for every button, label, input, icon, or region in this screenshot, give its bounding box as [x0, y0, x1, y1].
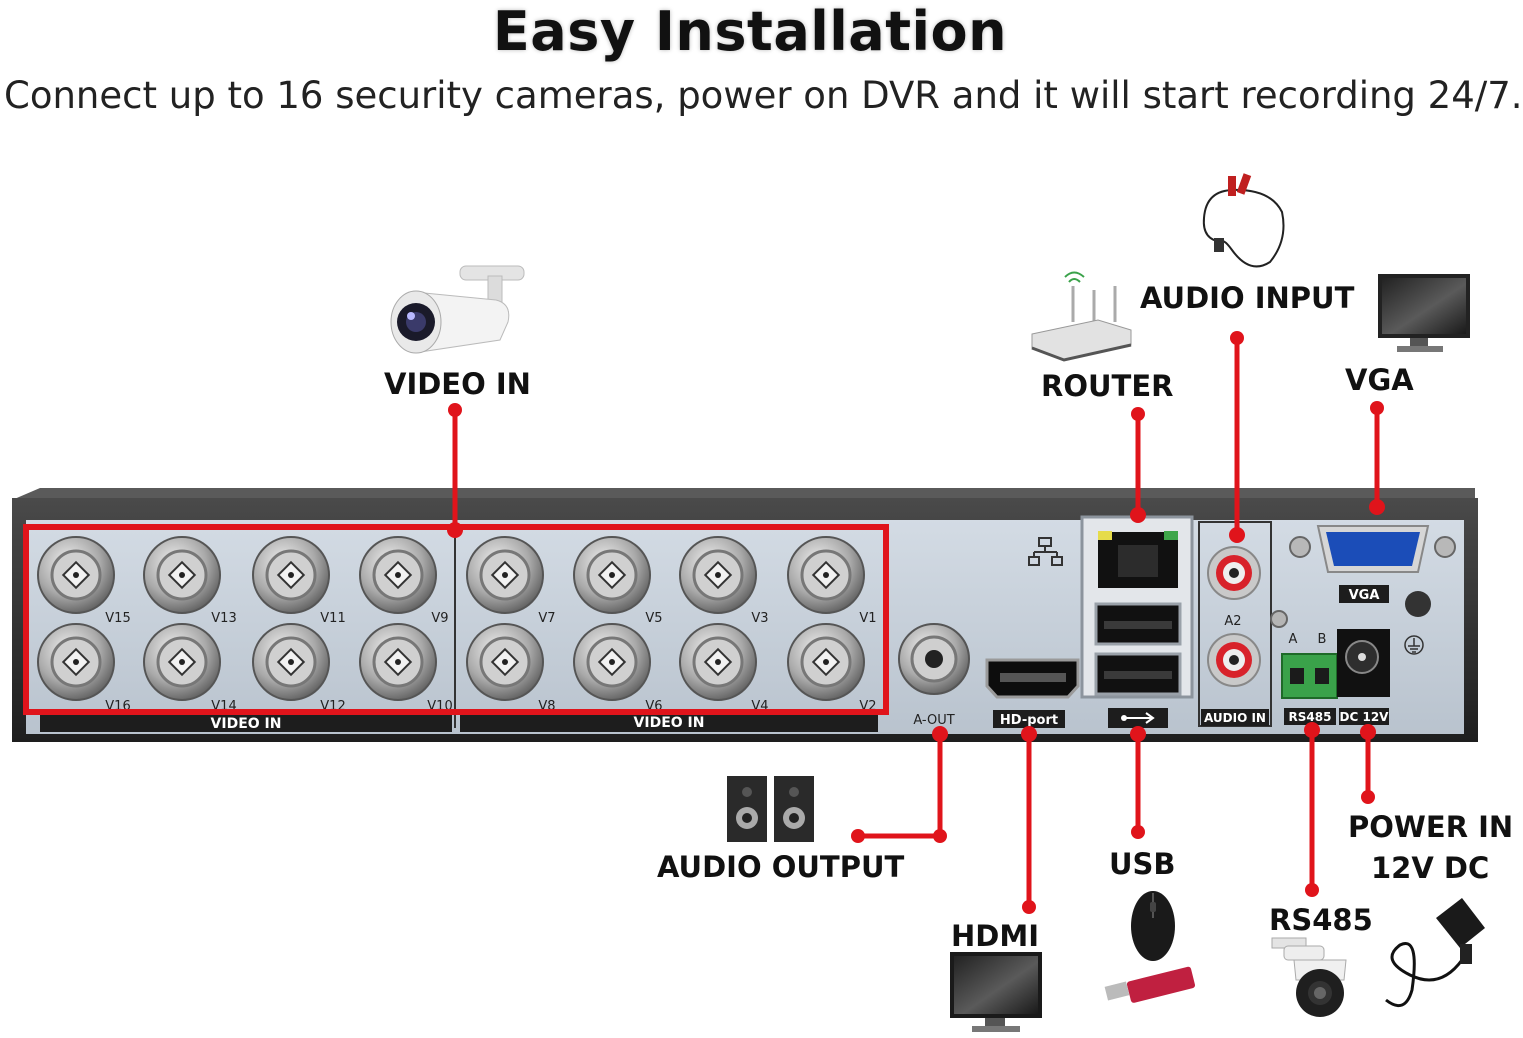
- hd-port-label: HD-port: [1000, 713, 1058, 728]
- ptz-camera-icon: [1271, 937, 1347, 1017]
- dc-power-jack[interactable]: [1337, 629, 1390, 697]
- dc12v-panel-label: DC 12V: [1340, 710, 1390, 724]
- audio-in-port-2[interactable]: [1207, 633, 1261, 687]
- bnc-label-v1: V1: [859, 611, 876, 626]
- bnc-port-v4[interactable]: [679, 623, 757, 701]
- bnc-label-v3: V3: [751, 611, 768, 626]
- bnc-port-v6[interactable]: [573, 623, 651, 701]
- video-in-panel-label-right: VIDEO IN: [634, 715, 705, 731]
- hdmi-port[interactable]: [985, 658, 1080, 699]
- audio-in-port-1[interactable]: [1207, 546, 1261, 600]
- mouse-icon: [1131, 891, 1175, 961]
- page-subtitle: Connect up to 16 security cameras, power…: [4, 74, 1523, 117]
- bnc-port-v5[interactable]: [573, 536, 651, 614]
- router-icon: [1031, 271, 1132, 362]
- bnc-label-v13: V13: [211, 611, 236, 626]
- callout-power-in: POWER IN: [1348, 810, 1514, 844]
- video-in-bar-right: [460, 712, 878, 732]
- speakers-icon: [727, 776, 814, 842]
- bnc-port-v9[interactable]: [359, 536, 437, 614]
- video-in-panel-label-left: VIDEO IN: [211, 716, 282, 732]
- a-out-label: A-OUT: [913, 713, 954, 728]
- monitor-icon: [1378, 274, 1470, 352]
- callout-video-in: VIDEO IN: [384, 367, 531, 401]
- callout-audio-output: AUDIO OUTPUT: [657, 850, 905, 884]
- bnc-label-v9: V9: [431, 611, 448, 626]
- ground-icon: [1404, 635, 1424, 655]
- callout-router: ROUTER: [1041, 369, 1174, 403]
- callout-power-in-voltage: 12V DC: [1371, 851, 1490, 885]
- bnc-port-v10[interactable]: [359, 623, 437, 701]
- callout-dots: [447, 331, 1385, 914]
- bnc-port-v3[interactable]: [679, 536, 757, 614]
- a-out-port[interactable]: [898, 623, 970, 695]
- bnc-label-v7: V7: [538, 611, 555, 626]
- camera-icon: [390, 265, 525, 354]
- power-adapter-icon: [1385, 898, 1485, 1008]
- bnc-port-v12[interactable]: [252, 623, 330, 701]
- audio-in-bar: [1201, 709, 1269, 726]
- bnc-port-v11[interactable]: [252, 536, 330, 614]
- vga-panel-label: VGA: [1349, 588, 1380, 603]
- bnc-port-v7[interactable]: [466, 536, 544, 614]
- usb-port-top[interactable]: [1094, 602, 1182, 646]
- hd-port-bar: [993, 710, 1065, 728]
- screw: [1270, 610, 1288, 628]
- video-in-bar-left: [40, 712, 452, 732]
- b-terminal-label: B: [1318, 632, 1327, 647]
- vga-bar: [1339, 585, 1389, 603]
- bnc-port-v2[interactable]: [787, 623, 865, 701]
- vga-port[interactable]: [1289, 525, 1456, 573]
- rs485-panel-label: RS485: [1289, 710, 1332, 724]
- audio-in-panel-label: AUDIO IN: [1204, 711, 1266, 725]
- a2-label: A2: [1224, 614, 1241, 629]
- callout-rs485: RS485: [1269, 903, 1373, 937]
- callout-vga: VGA: [1345, 363, 1414, 397]
- usb-drive-icon: [1104, 966, 1196, 1003]
- bnc-label-v15: V15: [105, 611, 130, 626]
- bnc-port-v16[interactable]: [37, 623, 115, 701]
- ground-screw: [1405, 591, 1431, 617]
- rs485-bar: [1284, 708, 1336, 725]
- rs485-terminal[interactable]: [1281, 653, 1338, 699]
- usb-symbol-icon: [1108, 708, 1168, 728]
- a-terminal-label: A: [1289, 632, 1298, 647]
- bnc-port-v8[interactable]: [466, 623, 544, 701]
- usb-port-bottom[interactable]: [1094, 652, 1182, 696]
- audio-cable-icon: [1202, 173, 1285, 268]
- bnc-label-v11: V11: [320, 611, 345, 626]
- callout-usb: USB: [1109, 847, 1176, 881]
- bnc-label-v5: V5: [645, 611, 662, 626]
- callout-hdmi: HDMI: [951, 919, 1039, 953]
- bnc-port-v13[interactable]: [143, 536, 221, 614]
- page-title: Easy Installation: [492, 0, 1008, 63]
- dc12v-bar: [1339, 708, 1389, 725]
- bnc-port-v1[interactable]: [787, 536, 865, 614]
- network-icon: [1028, 537, 1063, 566]
- monitor-icon: [950, 952, 1042, 1032]
- bnc-port-v15[interactable]: [37, 536, 115, 614]
- bnc-port-v14[interactable]: [143, 623, 221, 701]
- callout-audio-input: AUDIO INPUT: [1140, 281, 1355, 315]
